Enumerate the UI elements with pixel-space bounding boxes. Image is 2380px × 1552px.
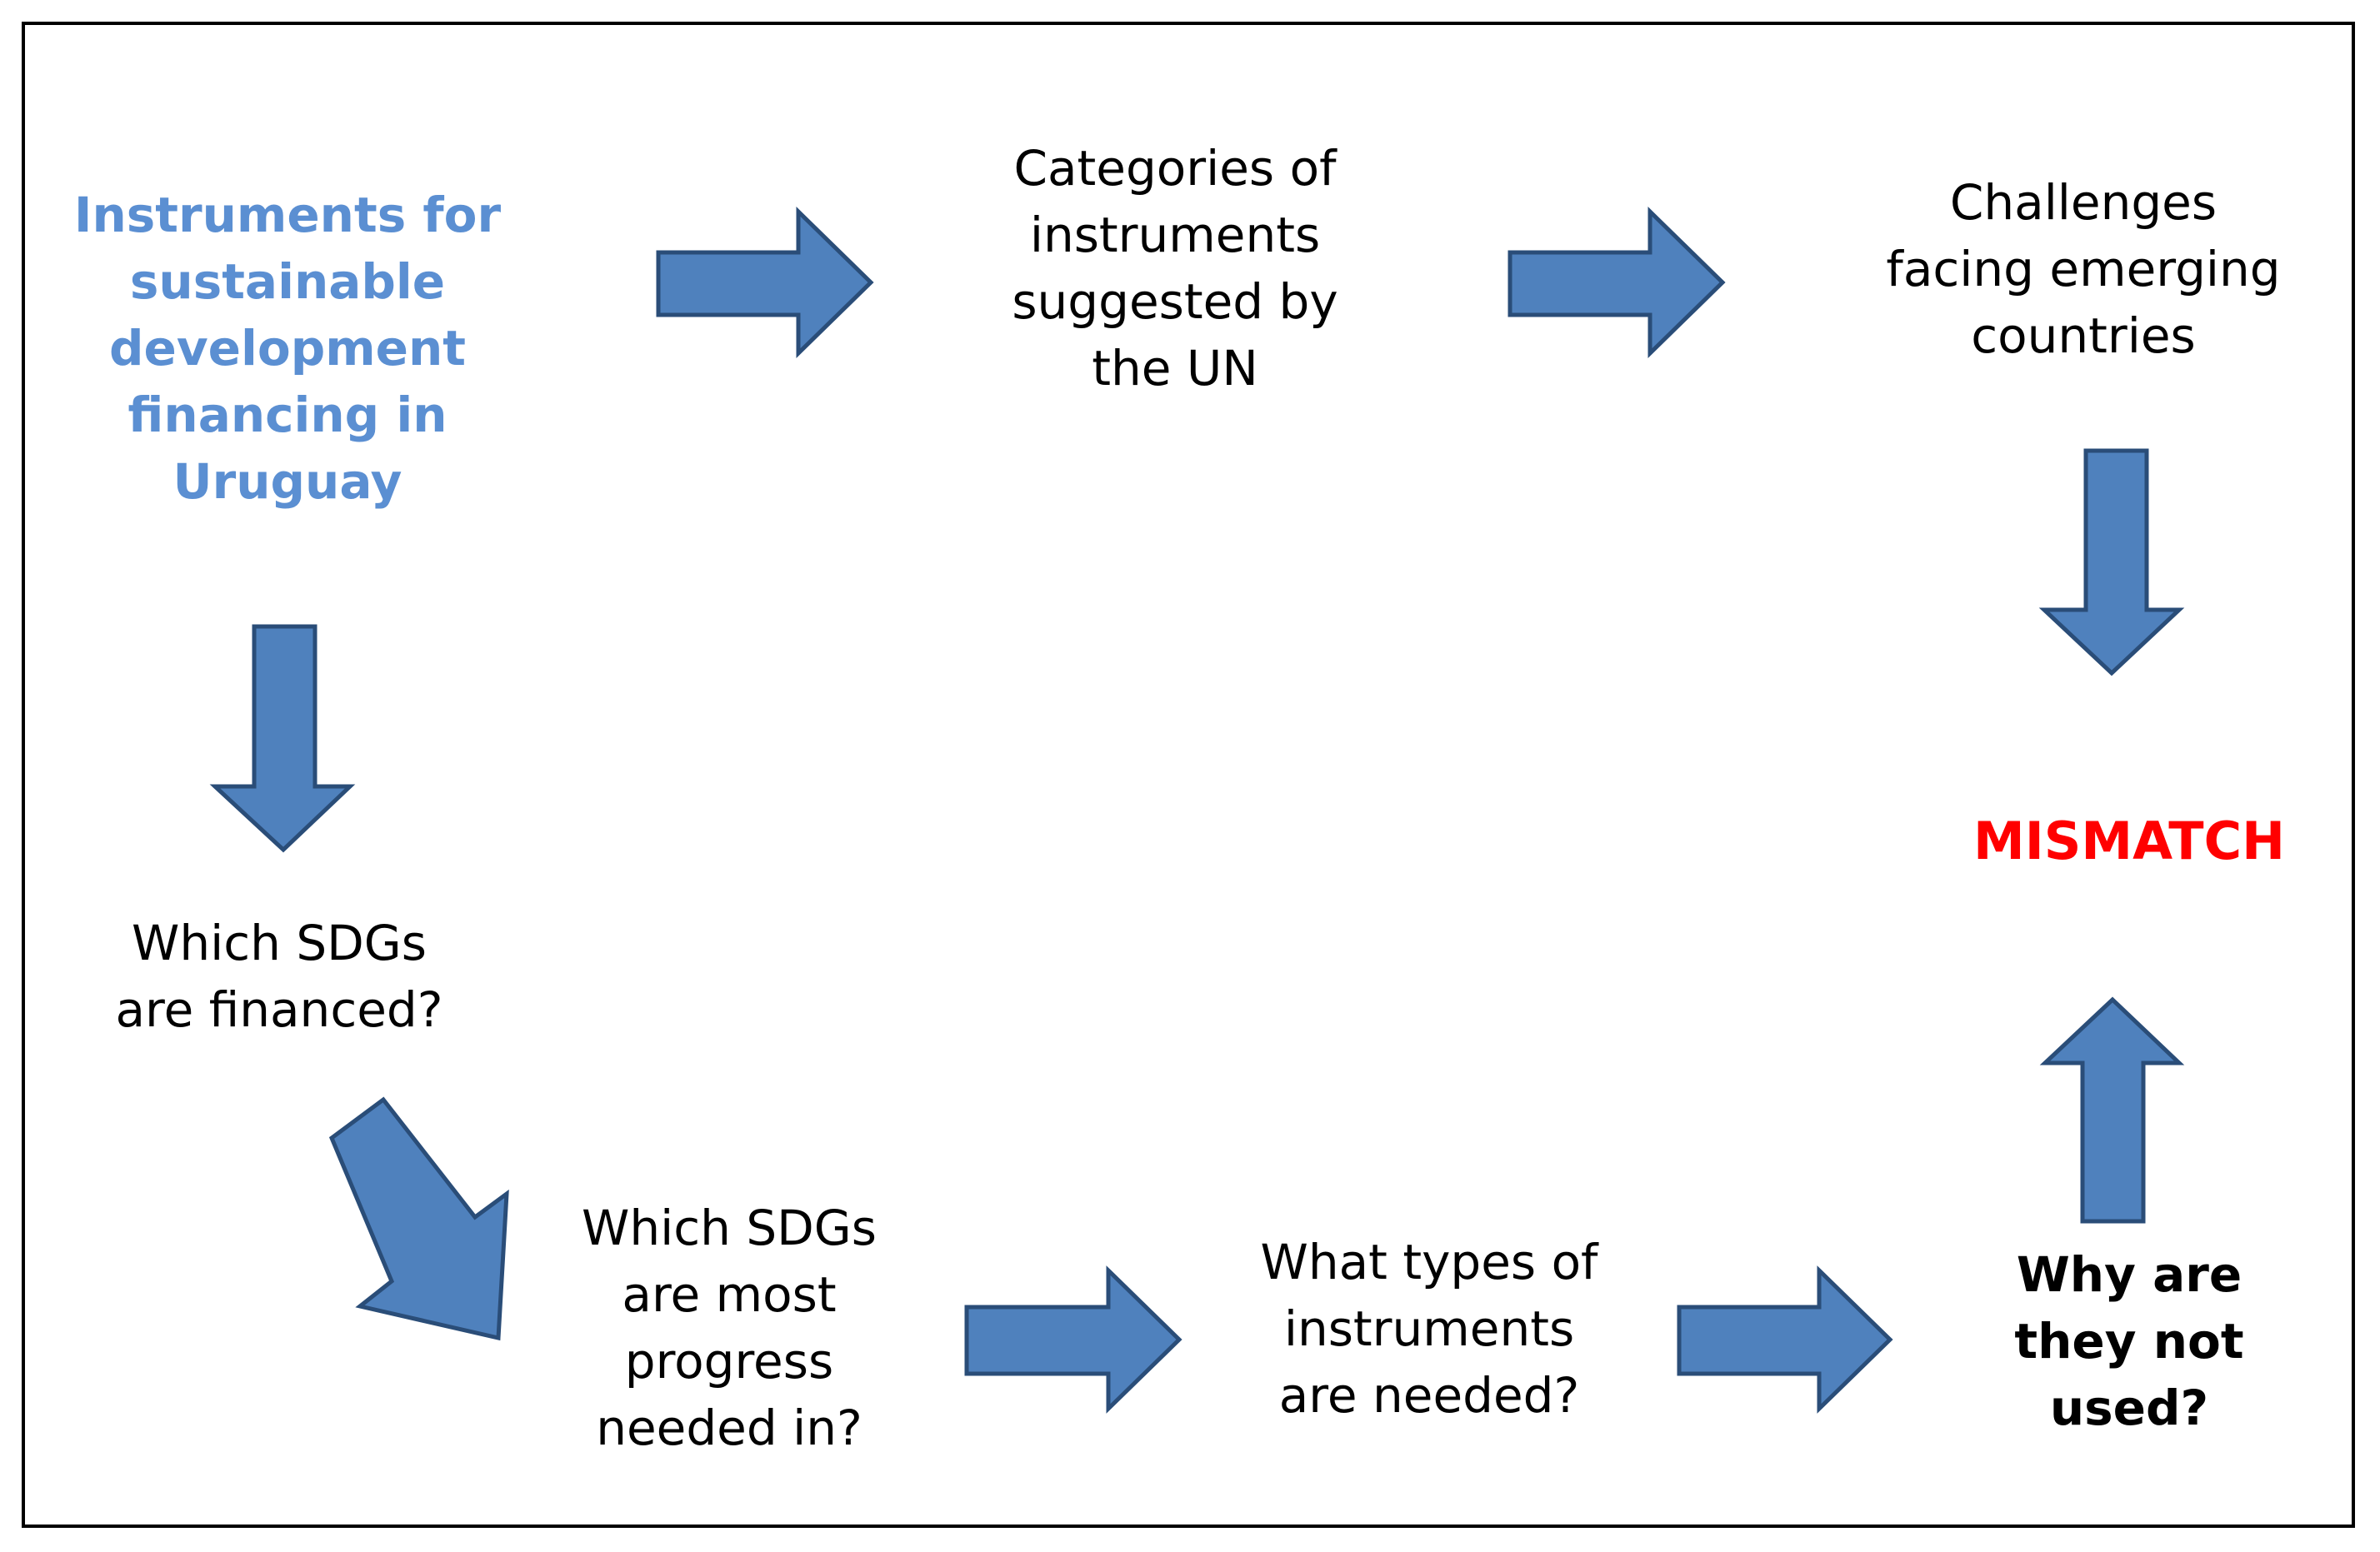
arrow-instruments-to-categories [656,207,874,358]
diagram-frame [22,22,2355,1528]
node-which-sdgs-progress: Which SDGs are most progress needed in? [582,1200,877,1456]
arrow-types-to-why [1677,1265,1893,1414]
arrow-instruments-to-financed [209,624,356,853]
node-instruments-uruguay: Instruments for sustainable development … [73,187,502,510]
node-challenges: Challenges facing emerging countries [1886,174,2281,364]
arrow-progress-to-types [964,1265,1182,1414]
node-categories-un: Categories of instruments suggested by t… [1012,140,1338,397]
arrow-categories-to-challenges [1508,207,1726,358]
arrow-financed-to-progress [328,1096,509,1341]
arrow-why-to-mismatch [2039,996,2185,1224]
node-types-needed: What types of instruments are needed? [1260,1234,1598,1424]
node-mismatch: MISMATCH [1973,811,2285,871]
node-which-sdgs-financed: Which SDGs are financed? [115,915,443,1038]
node-why-not-used: Why are they not used? [2014,1246,2244,1436]
arrow-challenges-to-mismatch [2038,448,2185,676]
